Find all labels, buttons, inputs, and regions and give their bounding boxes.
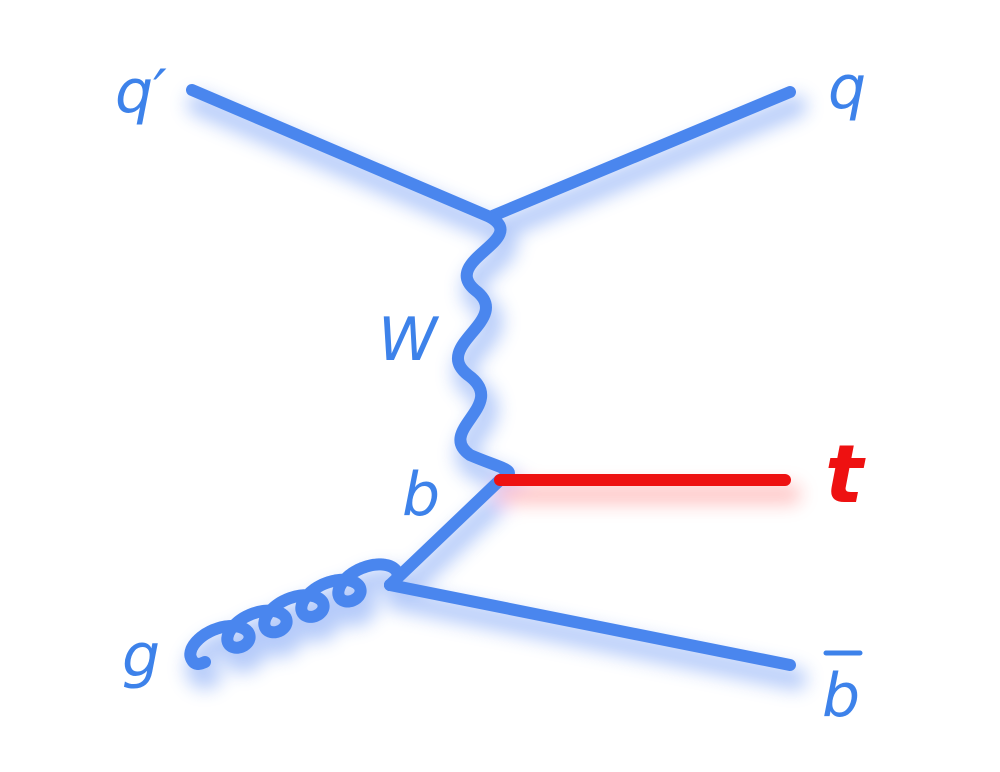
quark-line-q-prime [186, 84, 496, 223]
label-g: g [122, 621, 160, 691]
label-bbar: b [822, 661, 860, 731]
glow-layer [185, 93, 807, 690]
gluon-line [184, 558, 404, 670]
b-quark-line [384, 474, 506, 591]
label-t: t [825, 428, 866, 521]
quark-line-q [484, 86, 796, 223]
w-boson-line [452, 211, 515, 486]
label-q-prime: q′ [115, 57, 167, 127]
bbar-quark-line [384, 579, 796, 671]
label-b: b [402, 460, 440, 530]
label-w: W [378, 305, 440, 375]
label-q: q [828, 53, 866, 123]
